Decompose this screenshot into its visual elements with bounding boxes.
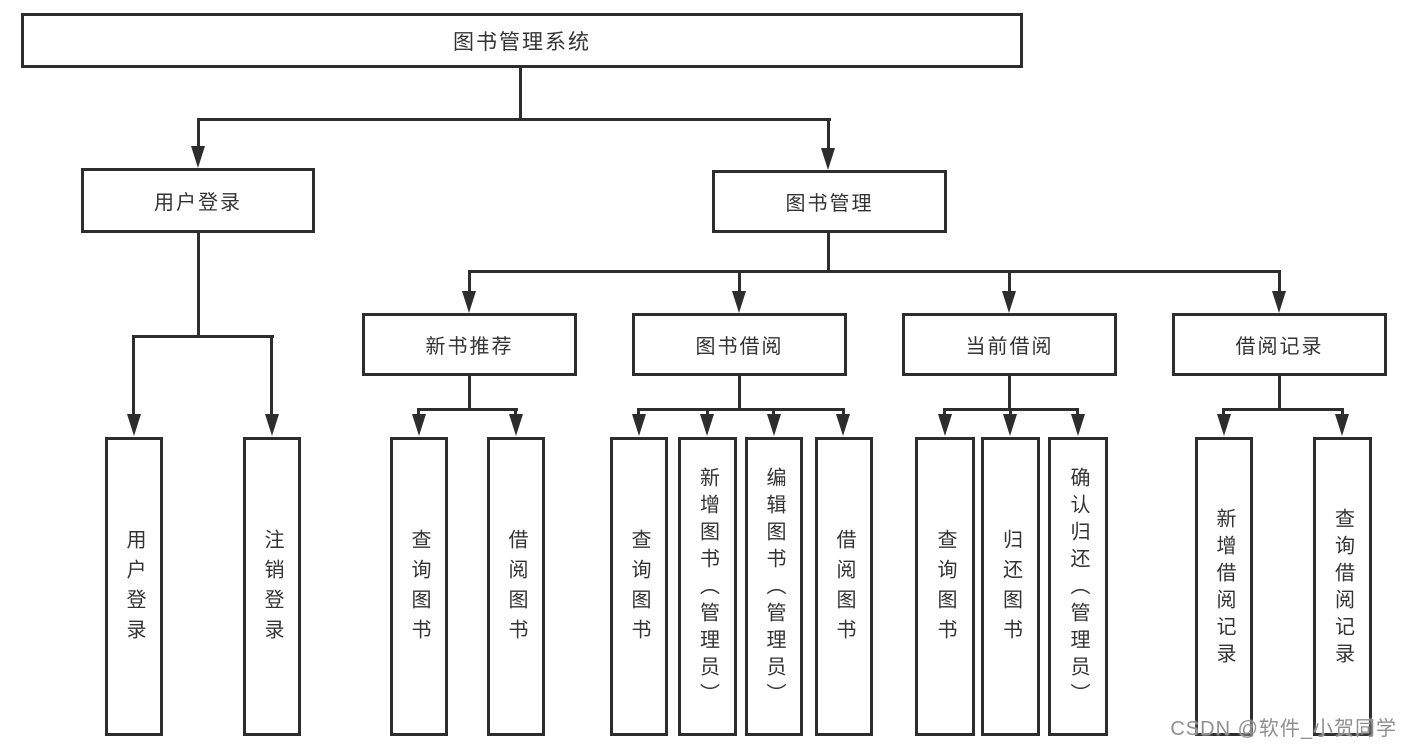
connector-line bbox=[514, 408, 517, 416]
connector-line bbox=[132, 335, 274, 338]
node-current-borrowing: 当前借阅 bbox=[902, 313, 1117, 376]
connector-line bbox=[1008, 270, 1011, 291]
arrowhead-icon bbox=[1002, 291, 1016, 313]
arrowhead-icon bbox=[938, 414, 952, 436]
leaf-borrowing-query-books: 查询图书 bbox=[610, 437, 668, 736]
leaf-current-query-books: 查询图书 bbox=[915, 437, 975, 736]
csdn-watermark: CSDN @软件_小贺同学 bbox=[1170, 718, 1397, 740]
node-new-book-recommend: 新书推荐 bbox=[362, 313, 577, 376]
node-borrowing-records: 借阅记录 bbox=[1172, 313, 1387, 376]
arrowhead-icon bbox=[767, 414, 781, 436]
connector-line bbox=[1076, 408, 1079, 416]
node-book-borrowing: 图书借阅 bbox=[632, 313, 847, 376]
arrowhead-icon bbox=[509, 414, 523, 436]
connector-line bbox=[132, 335, 135, 415]
connector-line bbox=[1222, 408, 1344, 411]
arrowhead-icon bbox=[412, 414, 426, 436]
arrowhead-icon bbox=[462, 291, 476, 313]
connector-line bbox=[706, 408, 709, 416]
arrowhead-icon bbox=[1217, 414, 1231, 436]
leaf-borrow-books: 借阅图书 bbox=[815, 437, 873, 736]
leaf-return-books: 归还图书 bbox=[981, 437, 1040, 736]
connector-line bbox=[1278, 376, 1281, 408]
leaf-query-borrow-record: 查询借阅记录 bbox=[1313, 437, 1372, 736]
node-book-management: 图书管理 bbox=[712, 170, 947, 233]
connector-line bbox=[827, 118, 830, 148]
leaf-recommend-borrow-books: 借阅图书 bbox=[487, 437, 545, 736]
leaf-recommend-query-books: 查询图书 bbox=[390, 437, 448, 736]
connector-line bbox=[943, 408, 946, 416]
connector-line bbox=[197, 233, 200, 335]
connector-line bbox=[468, 270, 1281, 273]
leaf-add-borrow-record: 新增借阅记录 bbox=[1195, 437, 1253, 736]
connector-line bbox=[417, 408, 420, 416]
node-user-login: 用户登录 bbox=[81, 168, 315, 233]
connector-line bbox=[1009, 408, 1012, 416]
arrowhead-icon bbox=[191, 146, 205, 168]
connector-line bbox=[738, 270, 741, 291]
arrowhead-icon bbox=[632, 414, 646, 436]
connector-line bbox=[197, 118, 831, 121]
connector-line bbox=[417, 408, 518, 411]
arrowhead-icon bbox=[1071, 414, 1085, 436]
leaf-logout: 注销登录 bbox=[243, 437, 301, 736]
connector-line bbox=[1341, 408, 1344, 416]
arrowhead-icon bbox=[732, 291, 746, 313]
arrowhead-icon bbox=[836, 414, 850, 436]
leaf-add-books-admin: 新增图书（管理员） bbox=[678, 437, 737, 736]
connector-line bbox=[197, 118, 200, 146]
connector-line bbox=[738, 376, 741, 408]
connector-line bbox=[1008, 376, 1011, 408]
connector-line bbox=[1278, 270, 1281, 291]
connector-line bbox=[827, 233, 830, 270]
connector-line bbox=[468, 270, 471, 291]
arrowhead-icon bbox=[1272, 291, 1286, 313]
connector-line bbox=[270, 335, 273, 415]
connector-line bbox=[468, 376, 471, 408]
arrowhead-icon bbox=[127, 414, 141, 436]
arrowhead-icon bbox=[1003, 414, 1017, 436]
connector-line bbox=[1222, 408, 1225, 416]
leaf-user-login: 用户登录 bbox=[105, 437, 163, 736]
connector-line bbox=[637, 408, 844, 411]
leaf-confirm-return-admin: 确认归还（管理员） bbox=[1048, 437, 1108, 736]
arrowhead-icon bbox=[700, 414, 714, 436]
arrowhead-icon bbox=[265, 414, 279, 436]
connector-line bbox=[637, 408, 640, 416]
node-root-system: 图书管理系统 bbox=[21, 13, 1023, 68]
arrowhead-icon bbox=[1335, 414, 1349, 436]
connector-line bbox=[842, 408, 845, 416]
arrowhead-icon bbox=[821, 148, 835, 170]
connector-line bbox=[519, 68, 522, 118]
connector-line bbox=[772, 408, 775, 416]
leaf-edit-books-admin: 编辑图书（管理员） bbox=[745, 437, 803, 736]
